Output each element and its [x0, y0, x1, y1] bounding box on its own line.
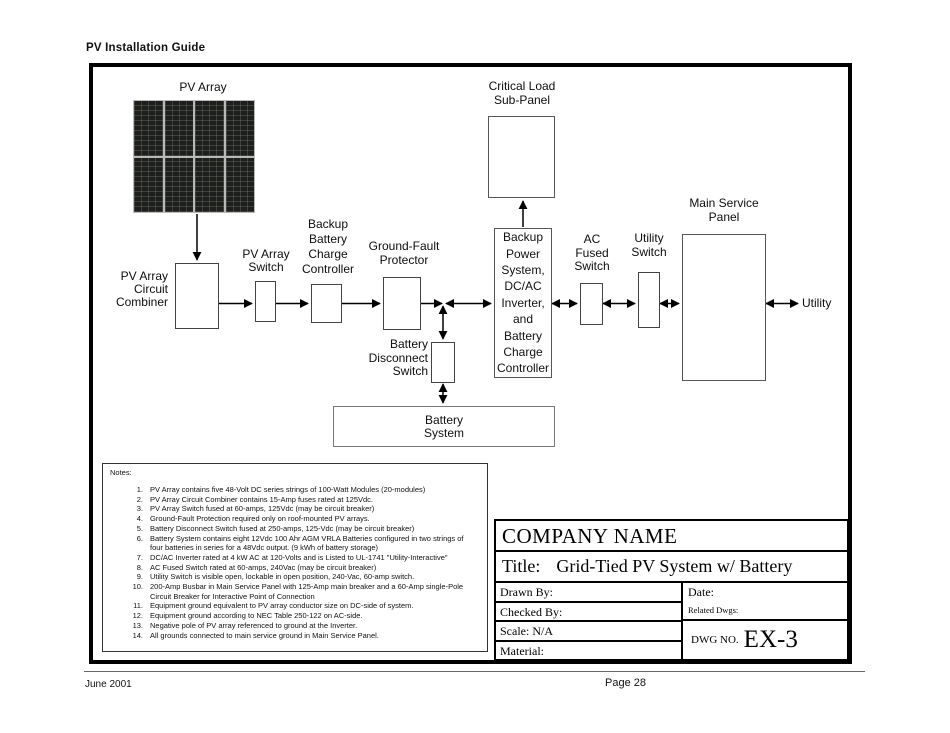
- battery-disconnect-switch-box: [431, 342, 455, 383]
- note-item: 3.PV Array Switch fused at 60-amps, 125V…: [136, 504, 375, 514]
- footer-date: June 2001: [85, 679, 132, 690]
- note-item: 1.PV Array contains five 48-Volt DC seri…: [136, 485, 426, 494]
- pv-array-circuit-combiner-label: PV Array Circuit Combiner: [115, 269, 168, 309]
- drawing-title-row: Title: Grid-Tied PV System w/ Battery: [496, 552, 847, 583]
- notes-heading: Notes:: [110, 468, 132, 477]
- scale-field: Scale: N/A: [496, 622, 681, 642]
- pv-array-label: PV Array: [179, 80, 227, 94]
- ground-fault-protector-label: Ground-Fault Protector: [368, 239, 440, 267]
- dwg-no-value: EX-3: [743, 626, 798, 653]
- ac-fused-switch-label: AC Fused Switch: [574, 232, 610, 273]
- main-service-panel-box: [682, 234, 766, 381]
- note-item: 14.All grounds connected to main service…: [132, 630, 379, 640]
- note-item: 12.Equipment ground according to NEC Tab…: [132, 611, 363, 621]
- ac-fused-switch-box: [580, 283, 603, 325]
- footer-divider: [84, 671, 865, 672]
- pv-array-switch-box: [255, 281, 276, 322]
- backup-power-system-box: Backup Power System, DC/AC Inverter, and…: [494, 228, 552, 378]
- battery-disconnect-switch-label: Battery Disconnect Switch: [368, 337, 428, 378]
- footer-page-number: Page 28: [605, 677, 646, 689]
- date-field: Date:: [688, 585, 714, 599]
- note-item: 7.DC/AC Inverter rated at 4 kW AC at 120…: [136, 552, 448, 562]
- note-item: 6.Battery System contains eight 12Vdc 10…: [136, 533, 464, 553]
- note-item: 4.Ground-Fault Protection required only …: [136, 514, 370, 524]
- critical-load-sub-panel-box: [488, 116, 555, 198]
- battery-system-box: Battery System: [333, 406, 555, 447]
- utility-switch-box: [638, 272, 660, 328]
- ground-fault-protector-box: [383, 277, 421, 330]
- note-item: 8.AC Fused Switch rated at 60-amps, 240V…: [136, 562, 377, 572]
- pv-module: [195, 157, 224, 212]
- pv-array-circuit-combiner-box: [175, 263, 219, 329]
- title-block: COMPANY NAME Title: Grid-Tied PV System w…: [494, 519, 849, 661]
- pv-module: [134, 101, 163, 156]
- note-item: 10.200-Amp Busbar in Main Service Panel …: [132, 582, 464, 601]
- drawing-title: Grid-Tied PV System w/ Battery: [556, 556, 793, 576]
- note-item: 11.Equipment ground equivalent to PV arr…: [133, 601, 414, 611]
- main-service-panel-label: Main Service Panel: [689, 196, 759, 224]
- backup-power-system-label: Backup Power System, DC/AC Inverter, and…: [496, 230, 550, 376]
- company-name: COMPANY NAME: [496, 521, 847, 552]
- note-item: 9.Utility Switch is visible open, lockab…: [136, 572, 415, 582]
- dwg-no-cell: DWG NO. EX-3: [683, 621, 847, 659]
- related-dwgs-field: Related Dwgs:: [688, 605, 739, 615]
- pv-module: [134, 157, 163, 212]
- pv-array-image: [133, 100, 255, 213]
- backup-battery-charge-controller-label: Backup Battery Charge Controller: [301, 217, 355, 276]
- pv-module: [225, 101, 254, 156]
- utility-label: Utility: [802, 296, 832, 310]
- dwg-no-label: DWG NO.: [691, 634, 739, 646]
- title-label: Title:: [502, 556, 541, 576]
- pv-module: [164, 157, 193, 212]
- drawn-by-field: Drawn By:: [496, 583, 681, 603]
- pv-module: [225, 157, 254, 212]
- notes-list: 1.PV Array contains five 48-Volt DC seri…: [125, 485, 470, 640]
- page-title: PV Installation Guide: [86, 42, 206, 54]
- date-cell: Date: Related Dwgs:: [683, 583, 847, 621]
- material-field: Material:: [500, 643, 544, 658]
- battery-system-label: Battery System: [423, 412, 464, 440]
- note-item: 5.Battery Disconnect Switch fused at 250…: [136, 523, 415, 533]
- note-item: 2.PV Array Circuit Combiner contains 15-…: [136, 494, 374, 504]
- checked-by-field: Checked By:: [496, 603, 681, 622]
- backup-battery-charge-controller-box: [311, 284, 342, 323]
- utility-switch-label: Utility Switch: [631, 231, 667, 259]
- notes-box: Notes: 1.PV Array contains five 48-Volt …: [102, 463, 488, 652]
- critical-load-sub-panel-label: Critical Load Sub-Panel: [488, 79, 556, 107]
- pv-module: [164, 101, 193, 156]
- pv-module: [195, 101, 224, 156]
- note-item: 13.Negative pole of PV array referenced …: [132, 620, 358, 630]
- pv-array-switch-label: PV Array Switch: [242, 247, 290, 274]
